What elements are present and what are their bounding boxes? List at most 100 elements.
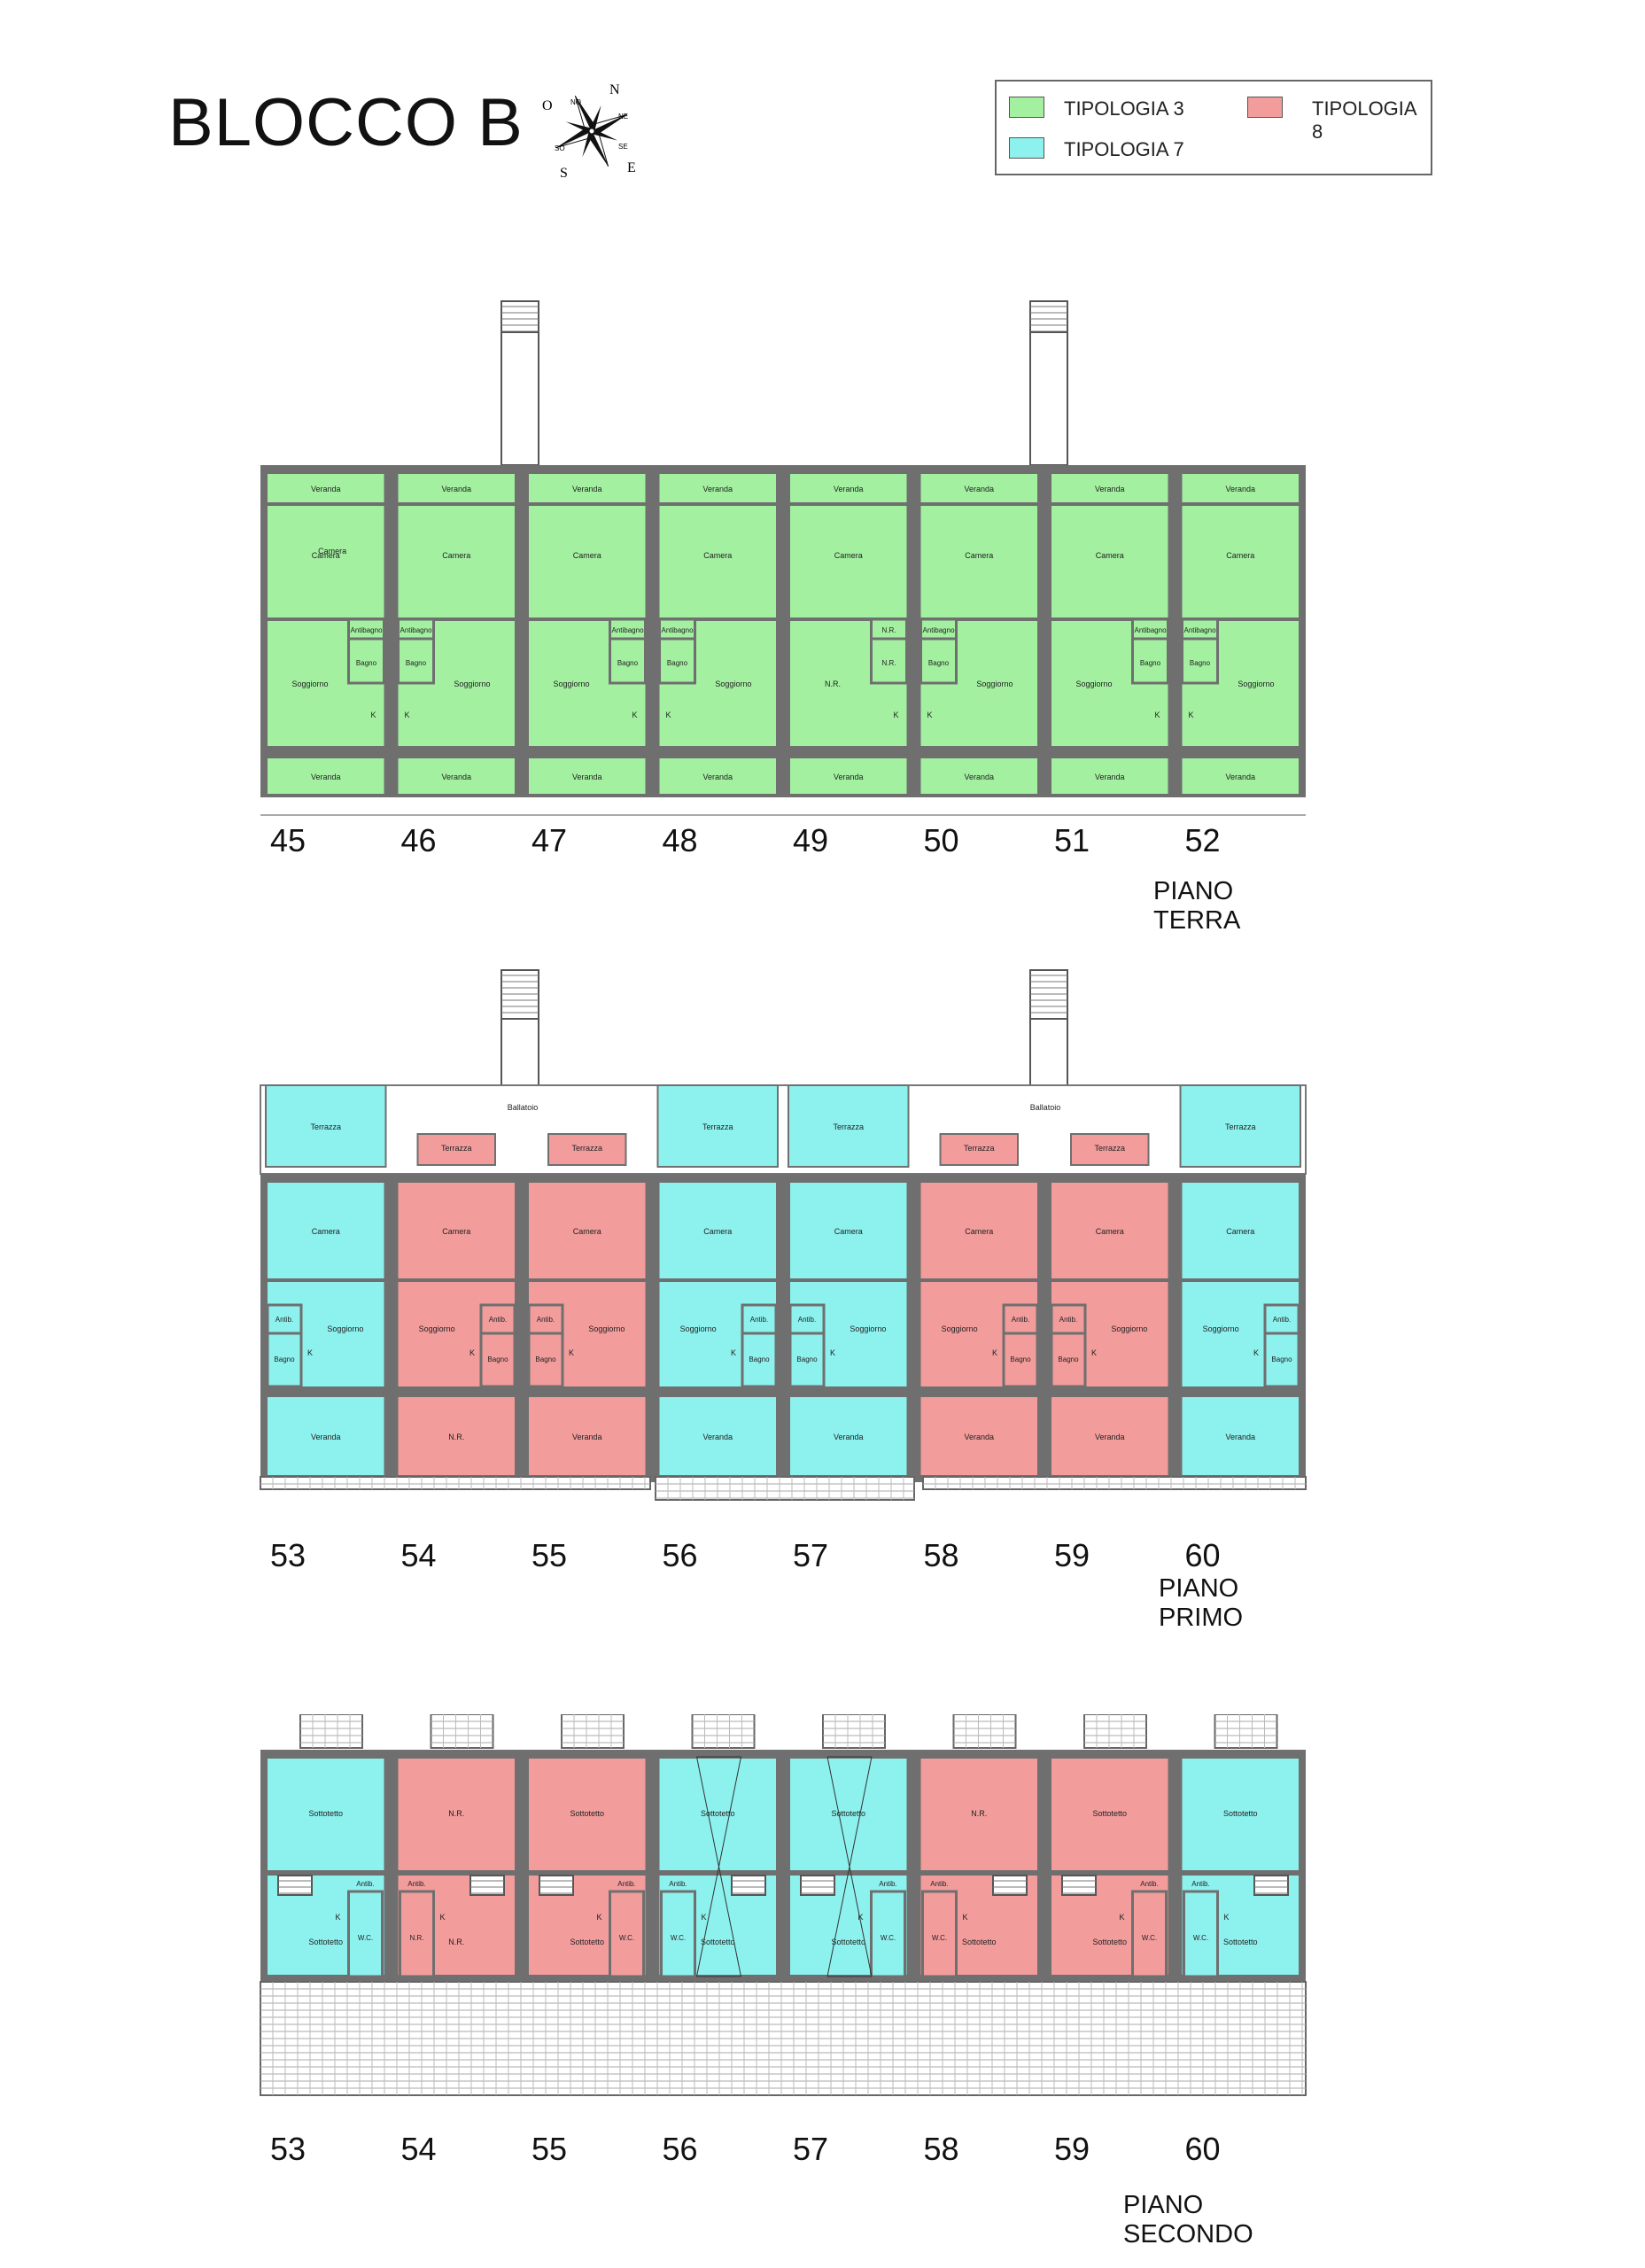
label-veranda-bottom-3: Veranda (702, 773, 733, 781)
label-k-1: K (404, 711, 409, 719)
label-k-1: K (469, 1348, 475, 1357)
label-wc-7: W.C. (1193, 1934, 1208, 1942)
label-top-1: N.R. (448, 1809, 464, 1818)
unit-number-58: 58 (923, 2131, 959, 2167)
label-terrazza-3: Terrazza (702, 1122, 733, 1131)
stair-2 (539, 1875, 574, 1896)
chimney-2 (561, 1714, 625, 1749)
room-veranda-bottom-4 (787, 755, 911, 797)
unit-number-55: 55 (532, 2131, 568, 2167)
stair-shaft-right (1029, 331, 1068, 466)
label-bagno-0: Bagno (274, 1355, 295, 1363)
room-veranda-bottom-2 (525, 755, 649, 797)
void-cross-4 (826, 1756, 873, 1977)
stair-6 (1061, 1875, 1097, 1896)
unit-number-60: 60 (1184, 2131, 1221, 2167)
label-bottom-3: Veranda (702, 1433, 733, 1441)
label-antib-1: Antib. (489, 1316, 507, 1324)
label-terrazza-7: Terrazza (1225, 1122, 1256, 1131)
stair-5 (992, 1875, 1028, 1896)
label-terrazza-6: Terrazza (1094, 1144, 1125, 1153)
legend-swatch-t8 (1247, 97, 1283, 118)
label-bagno-2: Bagno (617, 659, 639, 667)
room-terrazza-4 (788, 1084, 910, 1168)
compass-s: S (560, 166, 568, 181)
room-veranda-bottom-5 (917, 755, 1041, 797)
unit-number-56: 56 (662, 1537, 698, 1573)
label-soggiorno-5: Soggiorno (942, 1324, 978, 1333)
label-veranda-top-0: Veranda (311, 485, 341, 493)
room-bagno-1 (479, 1332, 516, 1388)
label-lower-7: Sottotetto (1223, 1938, 1258, 1946)
label-soggiorno-2: Soggiorno (554, 680, 590, 688)
label-soggiorno-0: Soggiorno (292, 680, 329, 688)
room-top-5 (917, 1755, 1041, 1874)
legend-label-t3: TIPOLOGIA 3 (1064, 97, 1184, 120)
room-bagno-6 (1131, 637, 1169, 685)
label-bagno-7: Bagno (1271, 1355, 1292, 1363)
label-k-5: K (992, 1348, 997, 1357)
label-k-6: K (1091, 1348, 1097, 1357)
label-camera-3: Camera (703, 1227, 732, 1236)
label-antib-2: Antib. (537, 1316, 555, 1324)
room-bagno-6 (1050, 1332, 1087, 1388)
compass-e: E (627, 160, 636, 175)
room-veranda-bottom-1 (394, 755, 518, 797)
legend: TIPOLOGIA 3 TIPOLOGIA 7 TIPOLOGIA 8 (995, 80, 1432, 175)
unit-number-51: 51 (1054, 822, 1090, 858)
label-wc-2: W.C. (619, 1934, 634, 1942)
stair-shaft-left (500, 331, 539, 466)
compass-no: NO (570, 98, 581, 106)
label-veranda-bottom-5: Veranda (964, 773, 994, 781)
label-bottom-4: Veranda (834, 1433, 864, 1441)
unit-number-59: 59 (1054, 2131, 1090, 2167)
room-terrazza-3 (656, 1084, 779, 1168)
label-camera-5: Camera (965, 1227, 993, 1236)
label-antib-0: Antib. (275, 1316, 293, 1324)
stair-tower-left (500, 969, 539, 1020)
room-bagno-5 (1002, 1332, 1039, 1388)
chimney-3 (691, 1714, 756, 1749)
label-soggiorno-4: N.R. (825, 680, 841, 688)
porch-hatch (655, 1476, 915, 1501)
label-ballatoio-right: Ballatoio (1030, 1103, 1061, 1112)
label-antib-0: Antib. (356, 1880, 374, 1888)
label-k-6: K (1154, 711, 1160, 719)
room-top-7 (1178, 1755, 1302, 1874)
unit-number-56: 56 (662, 2131, 698, 2167)
unit-number-59: 59 (1054, 1537, 1090, 1573)
label-k-7: K (1253, 1348, 1259, 1357)
label-bottom-2: Veranda (572, 1433, 602, 1441)
floor-name-secondo: PIANO SECONDO (1123, 2191, 1253, 2249)
label-camera-4: Camera (834, 551, 863, 560)
unit-number-60: 60 (1184, 1537, 1221, 1573)
room-antib-4 (788, 1303, 826, 1335)
label-lower-4: Sottotetto (831, 1938, 865, 1946)
stair-shaft-right (1029, 1018, 1068, 1086)
stair-7 (1253, 1875, 1289, 1896)
chimney-0 (299, 1714, 363, 1749)
label-antib-1: Antib. (407, 1880, 425, 1888)
void-cross-3 (696, 1756, 741, 1977)
label-veranda-top-4: Veranda (834, 485, 864, 493)
unit-number-45: 45 (270, 822, 306, 858)
label-bottom-1: N.R. (448, 1433, 464, 1441)
label-antib-7: Antib. (1191, 1880, 1209, 1888)
floorplan-piano-terra: VerandaCameraSoggiornoAntibagnoBagnoKVer… (260, 300, 1306, 816)
label-camera-2: Camera (573, 551, 601, 560)
room-bagno-2 (527, 1332, 564, 1388)
label-bagno-2: Bagno (535, 1355, 556, 1363)
room-bottom-5 (917, 1394, 1041, 1479)
room-bottom-6 (1048, 1394, 1172, 1479)
room-camera-7 (1178, 1179, 1302, 1282)
label-ballatoio-left: Ballatoio (508, 1103, 539, 1112)
label-soggiorno-2: Soggiorno (588, 1324, 625, 1333)
compass-se: SE (618, 143, 628, 151)
label-soggiorno-6: Soggiorno (1111, 1324, 1147, 1333)
label-top-7: Sottotetto (1223, 1809, 1258, 1818)
room-camera-4 (787, 502, 911, 621)
unit-number-55: 55 (532, 1537, 568, 1573)
room-wc-7 (1183, 1890, 1219, 1978)
